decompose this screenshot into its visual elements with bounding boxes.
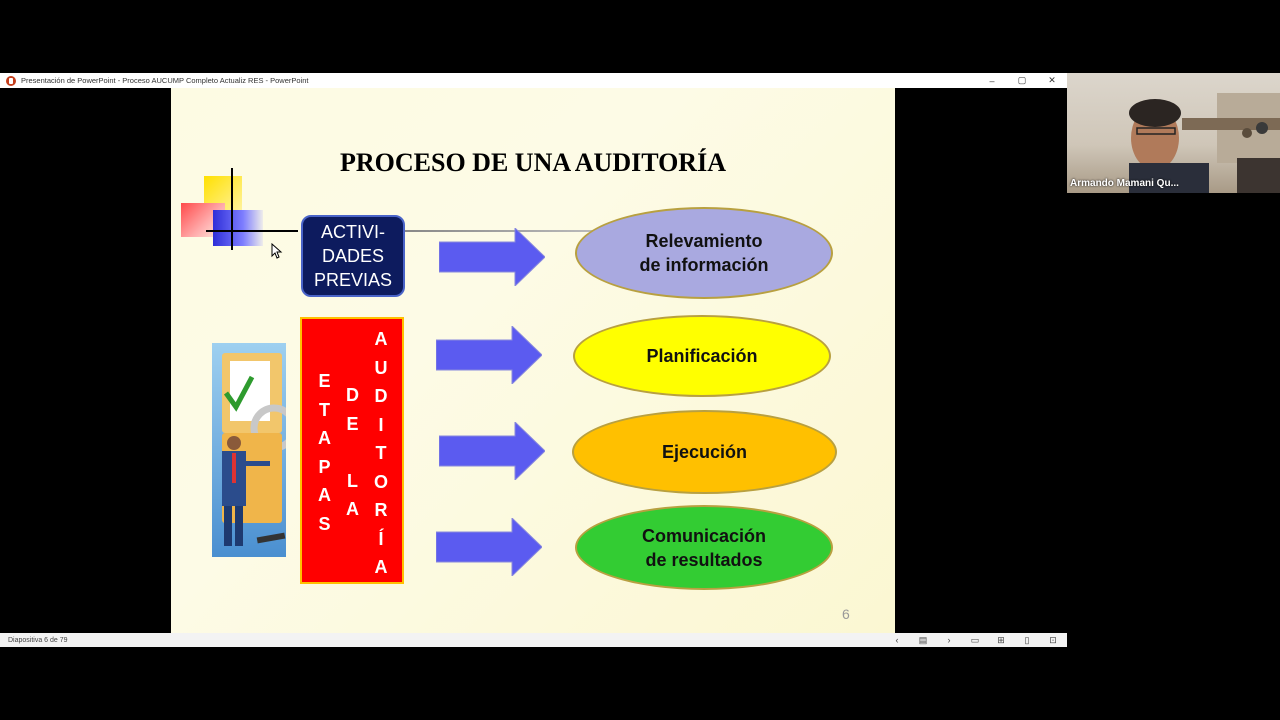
stage-planificacion: Planificación xyxy=(573,315,831,397)
etapas-letter: Í xyxy=(378,528,384,549)
etapas-letter: T xyxy=(375,443,387,463)
close-button[interactable]: ✕ xyxy=(1048,75,1056,85)
window-controls: – ▢ ✕ xyxy=(977,73,1067,88)
powerpoint-window: Presentación de PowerPoint - Proceso AUC… xyxy=(0,73,1067,647)
actividades-previas-box: ACTIVI- DADES PREVIAS xyxy=(301,215,405,297)
slide-sorter-icon[interactable]: ⊞ xyxy=(997,634,1005,645)
auditor-illustration-icon xyxy=(222,353,286,546)
connector-line xyxy=(405,230,595,232)
stage-1-line-2: de información xyxy=(639,255,769,275)
etapas-letter: A xyxy=(374,557,388,577)
notes-icon[interactable]: ▤ xyxy=(918,634,928,645)
minimize-button[interactable]: – xyxy=(989,75,995,86)
slide-stage: PROCESO DE UNA AUDITORÍA ACTIVI- DADES P… xyxy=(0,88,1067,633)
restore-button[interactable]: ▢ xyxy=(1017,75,1027,85)
vertical-line xyxy=(231,168,233,250)
stage-4-line-1: Comunicación xyxy=(641,525,766,546)
etapas-letter: A xyxy=(374,329,388,349)
stage-4-line-2: de resultados xyxy=(645,549,763,570)
slideshow-icon[interactable]: ⊡ xyxy=(1049,634,1057,645)
etapas-letter: D xyxy=(346,385,359,405)
horizontal-line xyxy=(206,230,298,232)
prev-line-2: DADES xyxy=(321,246,384,266)
etapas-letter: R xyxy=(374,500,388,520)
etapas-letter: I xyxy=(378,414,384,435)
etapas-letter: O xyxy=(374,471,389,492)
stage-1-line-1: Relevamiento xyxy=(645,231,763,251)
etapas-letter: P xyxy=(318,456,331,477)
etapas-letter: E xyxy=(346,413,359,434)
etapas-letter: A xyxy=(318,428,331,448)
stage-ejecucion: Ejecución xyxy=(572,410,837,494)
blue-square xyxy=(213,210,263,246)
arrow-2-icon xyxy=(436,326,542,384)
stage-3-label: Ejecución xyxy=(661,442,748,462)
arrow-1-icon xyxy=(439,228,545,286)
slide[interactable]: PROCESO DE UNA AUDITORÍA ACTIVI- DADES P… xyxy=(171,88,895,633)
window-title: Presentación de PowerPoint - Proceso AUC… xyxy=(21,76,309,85)
etapas-letter: E xyxy=(318,371,331,391)
reading-view-icon[interactable]: ▯ xyxy=(1024,634,1030,645)
normal-view-icon[interactable]: ▭ xyxy=(970,634,980,645)
stage-2-label: Planificación xyxy=(646,346,758,366)
arrow-4-icon xyxy=(436,518,542,576)
next-slide-icon[interactable]: › xyxy=(947,635,951,645)
prev-line-1: ACTIVI- xyxy=(320,222,385,242)
auditor-clipart-image xyxy=(212,343,286,557)
slide-counter: Diapositiva 6 de 79 xyxy=(8,636,68,644)
stage-comunicacion: Comunicación de resultados xyxy=(575,505,833,590)
webcam-feed: Armando Mamani Qu... xyxy=(1067,73,1280,193)
status-bar: Diapositiva 6 de 79 ‹ ▤ › ▭ ⊞ ▯ ⊡ xyxy=(0,633,1067,647)
etapas-letter: L xyxy=(347,470,358,491)
title-bar: Presentación de PowerPoint - Proceso AUC… xyxy=(0,73,1067,88)
etapas-letter: S xyxy=(318,513,331,534)
arrow-3-icon xyxy=(439,422,545,480)
previous-slide-icon[interactable]: ‹ xyxy=(895,635,899,645)
mouse-cursor-icon xyxy=(271,243,283,259)
slide-number: 6 xyxy=(842,606,850,622)
etapas-letter: A xyxy=(318,485,331,505)
slide-title: PROCESO DE UNA AUDITORÍA xyxy=(340,148,726,177)
etapas-letter: D xyxy=(374,386,388,406)
etapas-letter: T xyxy=(319,399,330,420)
powerpoint-icon xyxy=(6,75,16,86)
participant-video-icon xyxy=(1129,93,1280,193)
etapas-letter: U xyxy=(374,357,388,378)
etapas-letter: A xyxy=(346,499,359,519)
stage-relevamiento: Relevamiento de información xyxy=(575,207,833,299)
participant-name: Armando Mamani Qu... xyxy=(1070,178,1179,189)
status-icons: ‹ ▤ › ▭ ⊞ ▯ ⊡ xyxy=(891,633,1059,647)
prev-line-3: PREVIAS xyxy=(313,270,393,290)
